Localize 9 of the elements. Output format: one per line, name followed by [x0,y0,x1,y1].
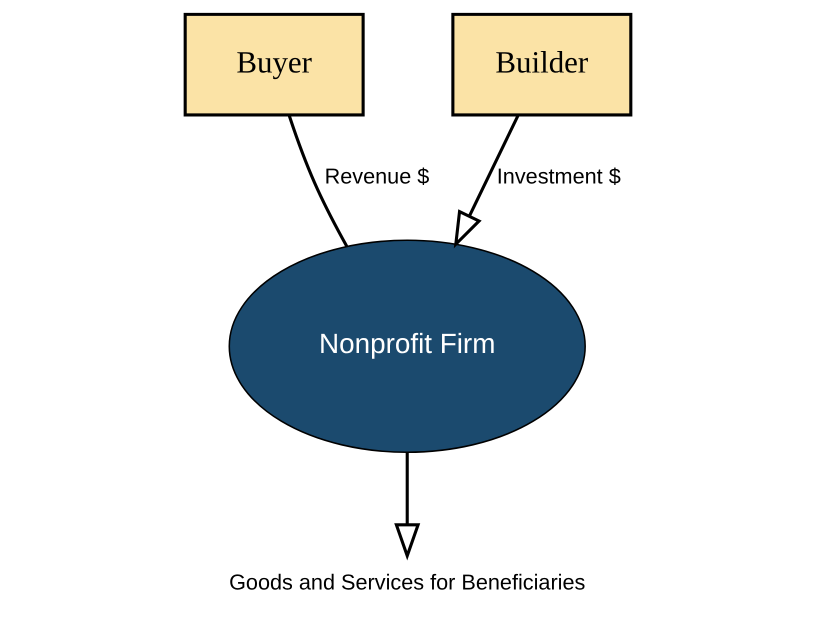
connector [288,115,348,247]
edge-label: Revenue $ [324,163,430,188]
node-ellipse: Nonprofit Firm [228,240,586,454]
edge-label: Investment $ [496,163,621,188]
node-box: Builder [451,12,632,116]
node-text: Goods and Services for Beneficiaries [229,570,586,594]
node-box: Buyer [184,12,365,116]
arrow [454,114,520,248]
arrow [394,452,420,560]
